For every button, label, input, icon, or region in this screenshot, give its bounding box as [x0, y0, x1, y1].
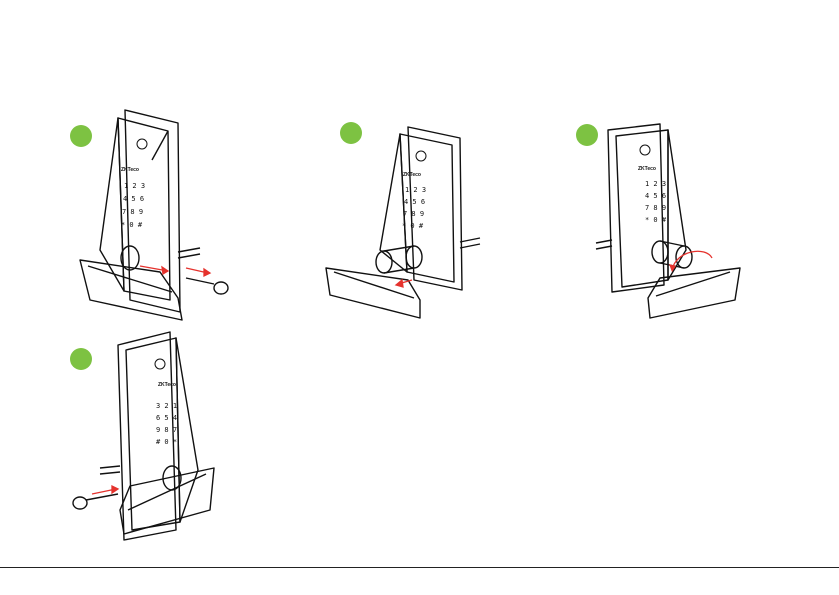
svg-text:ZKTeco: ZKTeco — [158, 382, 176, 388]
step-4-logo-lock-icon — [155, 359, 165, 369]
svg-text:3 2 1: 3 2 1 — [156, 402, 177, 410]
svg-text:6 5 4: 6 5 4 — [156, 414, 177, 422]
svg-text:9 8 7: 9 8 7 — [156, 426, 177, 434]
svg-text:# 0 *: # 0 * — [156, 438, 177, 446]
step-4-keypad: ZKTeco 3 2 1 6 5 4 9 8 7 # 0 * — [156, 382, 177, 446]
footer-rule — [0, 567, 839, 568]
